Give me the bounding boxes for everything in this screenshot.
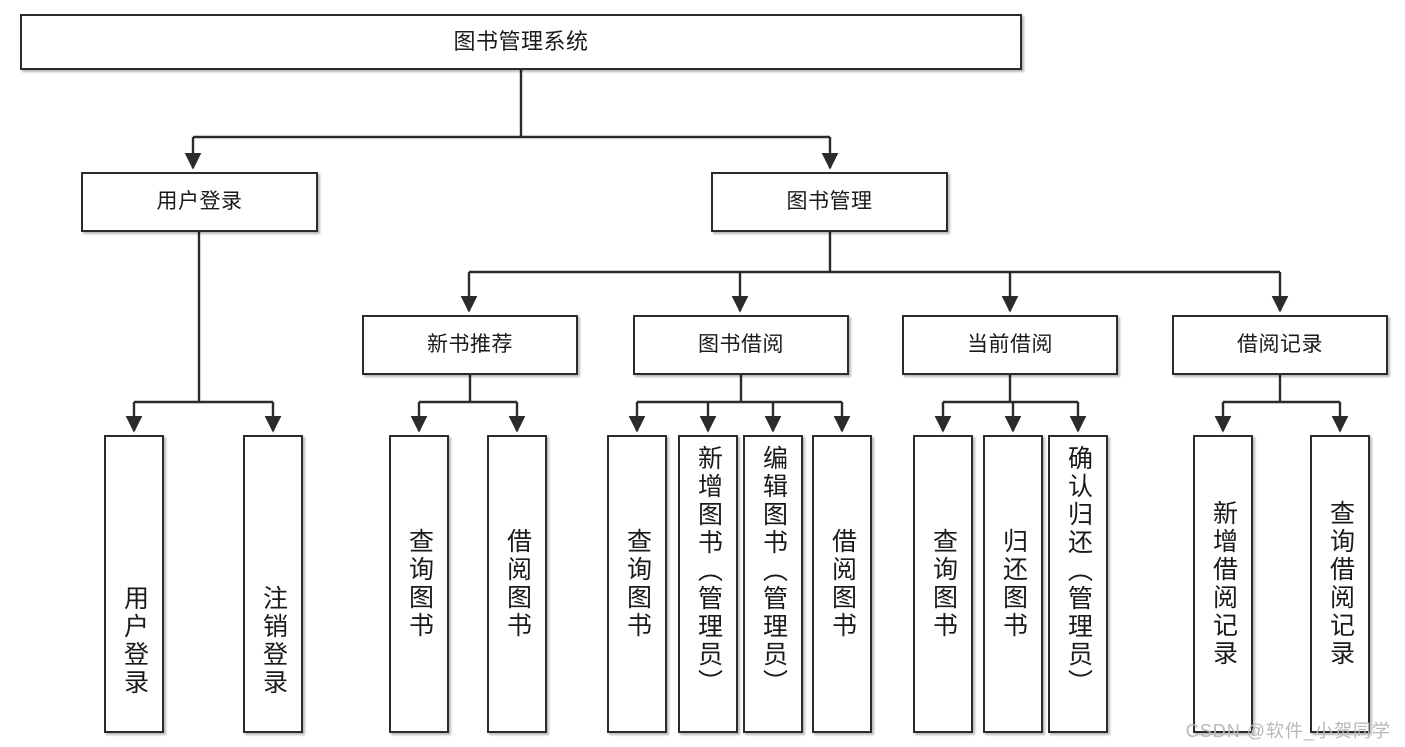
node-new-book-recommendation-label: 新书推荐: [427, 333, 513, 357]
node-root[interactable]: 图书管理系统: [20, 14, 1022, 70]
node-user-login[interactable]: 用户登录: [81, 172, 318, 232]
leaf-user-login[interactable]: 用户登录: [104, 435, 164, 733]
leaf-borrow-books-new-label: 借阅图书: [503, 528, 532, 640]
leaf-edit-book-admin[interactable]: 编辑图书（管理员）: [743, 435, 803, 733]
leaf-search-books-borrow-label: 查询图书: [623, 528, 652, 640]
leaf-add-book-admin-label: 新增图书（管理员）: [694, 445, 723, 697]
leaf-search-books-current-label: 查询图书: [929, 528, 958, 640]
leaf-borrow-books-borrow-label: 借阅图书: [828, 528, 857, 640]
leaf-search-borrow-record[interactable]: 查询借阅记录: [1310, 435, 1370, 733]
node-borrow-records[interactable]: 借阅记录: [1172, 315, 1388, 375]
node-book-management-label: 图书管理: [786, 190, 873, 214]
node-book-borrowing[interactable]: 图书借阅: [633, 315, 849, 375]
leaf-confirm-return-admin[interactable]: 确认归还（管理员）: [1048, 435, 1108, 733]
leaf-edit-book-admin-label: 编辑图书（管理员）: [759, 445, 788, 697]
leaf-add-borrow-record[interactable]: 新增借阅记录: [1193, 435, 1253, 733]
leaf-add-book-admin[interactable]: 新增图书（管理员）: [678, 435, 738, 733]
leaf-borrow-books-new[interactable]: 借阅图书: [487, 435, 547, 733]
node-root-label: 图书管理系统: [453, 28, 589, 54]
leaf-add-borrow-record-label: 新增借阅记录: [1209, 500, 1238, 668]
leaf-search-books-borrow[interactable]: 查询图书: [607, 435, 667, 733]
leaf-confirm-return-admin-label: 确认归还（管理员）: [1064, 445, 1093, 697]
node-book-borrowing-label: 图书借阅: [698, 333, 784, 357]
node-user-login-label: 用户登录: [156, 190, 243, 214]
leaf-logout-label: 注销登录: [259, 585, 288, 697]
node-new-book-recommendation[interactable]: 新书推荐: [362, 315, 578, 375]
node-current-borrowing-label: 当前借阅: [967, 333, 1053, 357]
leaf-search-books-new[interactable]: 查询图书: [389, 435, 449, 733]
leaf-return-books[interactable]: 归还图书: [983, 435, 1043, 733]
leaf-logout[interactable]: 注销登录: [243, 435, 303, 733]
node-borrow-records-label: 借阅记录: [1237, 333, 1323, 357]
watermark: CSDN @软件_小贺同学: [1185, 721, 1391, 741]
leaf-borrow-books-borrow[interactable]: 借阅图书: [812, 435, 872, 733]
leaf-search-borrow-record-label: 查询借阅记录: [1326, 500, 1355, 668]
node-current-borrowing[interactable]: 当前借阅: [902, 315, 1118, 375]
leaf-search-books-new-label: 查询图书: [405, 528, 434, 640]
leaf-return-books-label: 归还图书: [999, 528, 1028, 640]
node-book-management[interactable]: 图书管理: [711, 172, 948, 232]
leaf-user-login-label: 用户登录: [120, 585, 149, 697]
leaf-search-books-current[interactable]: 查询图书: [913, 435, 973, 733]
